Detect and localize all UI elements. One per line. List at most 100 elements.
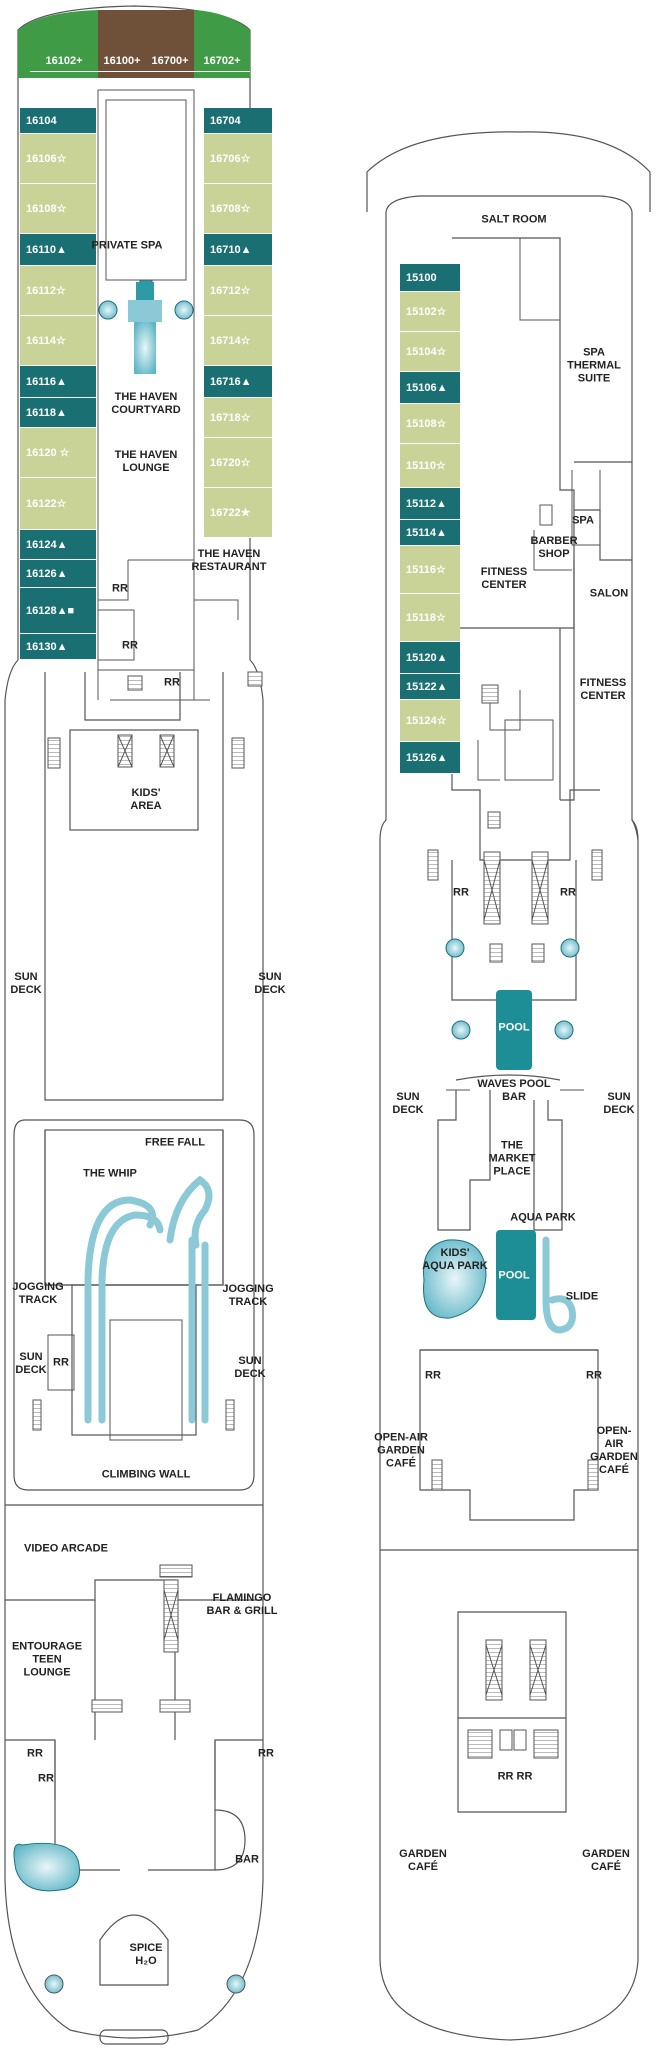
climbing-wall-label: CLIMBING WALL [101,1468,191,1481]
water-slides [84,1175,213,1424]
cabin-deck_left-11[interactable]: 16126▲ [20,560,96,588]
garden-cafe-label: GARDEN CAFÉ [582,1848,630,1873]
sun-deck-label: SUN DECK [254,971,286,996]
cabin-deck_left-12[interactable]: 16128▲■ [20,588,96,634]
fitness-center-label: FITNESS CENTER [579,677,627,702]
cabin-deck_right-3[interactable]: 15106▲ [400,372,460,404]
entourage-label: ENTOURAGE TEEN LOUNGE [11,1640,83,1679]
restroom-label: RR [164,676,180,689]
cabin-deck_right-9[interactable]: 15118☆ [400,594,460,642]
restroom-label: RR [258,1747,274,1760]
cabin-deck_right-5[interactable]: 15110☆ [400,444,460,488]
cabin-deck_left-5[interactable]: 16714☆ [204,316,272,366]
open-air-garden-cafe-label: OPEN-AIR GARDEN CAFÉ [374,1431,428,1470]
cabin-deck_right-13[interactable]: 15126▲ [400,742,460,774]
restroom-label: RR [586,1369,602,1382]
cabin-deck_left-9[interactable]: 16122☆ [20,478,96,530]
haven-suites [18,10,250,78]
kids-area-label: KIDS' AREA [130,787,162,812]
cabin-deck_left-1[interactable]: 16106☆ [20,134,96,184]
cabin-deck_left-7[interactable]: 16118▲ [20,398,96,428]
spice-h2o-label: SPICE H₂O [129,1942,163,1967]
sun-deck-label: SUN DECK [603,1091,635,1116]
stairwells-right [427,684,603,1759]
cabin-deck_left-13[interactable]: 16130▲ [20,634,96,660]
salon-label: SALON [589,587,629,600]
cabin-deck_left-4[interactable]: 16712☆ [204,266,272,316]
cabin-deck_left-2[interactable]: 16708☆ [204,184,272,234]
spa-label: SPA [572,514,594,527]
cabin-deck_left-3[interactable]: 16110▲ [20,234,96,266]
cabin-deck_left-2[interactable]: 16108☆ [20,184,96,234]
cabin-deck_left-1[interactable]: 16706☆ [204,134,272,184]
garden-cafe-label: GARDEN CAFÉ [399,1848,447,1873]
restroom-label: RR [453,886,469,899]
aqua-park-label: AQUA PARK [510,1211,576,1224]
cabin-deck_right-11[interactable]: 15122▲ [400,674,460,700]
cabin-deck_right-2[interactable]: 15104☆ [400,332,460,372]
open-air-garden-cafe-label: OPEN-AIR GARDEN CAFÉ [590,1425,638,1476]
stairwells-left [32,671,263,1713]
suite-16100[interactable]: 16100+ [98,50,146,72]
restroom-label: RR [425,1369,441,1382]
cabin-deck_right-0[interactable]: 15100 [400,264,460,292]
haven-restaurant-label: THE HAVEN RESTAURANT [191,548,267,573]
jogging-track-label: JOGGING TRACK [222,1283,274,1308]
slide-label: SLIDE [565,1290,599,1303]
suite-16702[interactable]: 16702+ [194,50,250,72]
restroom-label: RR [38,1772,54,1785]
cabin-deck_left-5[interactable]: 16114☆ [20,316,96,366]
cabin-deck_left-6[interactable]: 16116▲ [20,366,96,398]
cabin-deck_right-1[interactable]: 15102☆ [400,292,460,332]
cabin-deck_left-3[interactable]: 16710▲ [204,234,272,266]
climbing-wall-area [47,1319,183,1441]
cabin-deck_left-8[interactable]: 16120 ☆ [20,428,96,478]
cabin-deck_left-7[interactable]: 16718☆ [204,398,272,438]
spa-thermal-suite-label: SPA THERMAL SUITE [567,346,621,385]
waves-pool-bar-label: WAVES POOL BAR [477,1078,551,1103]
salt-room-label: SALT ROOM [481,213,547,226]
cabin-deck_left-4[interactable]: 16112☆ [20,266,96,316]
haven-lounge-label: THE HAVEN LOUNGE [114,449,178,474]
cabin-deck_right-6[interactable]: 15112▲ [400,488,460,520]
spa-interior [477,238,601,781]
restroom-pair-label: RR RR [497,1770,533,1783]
pool-label: POOL [498,1269,530,1282]
cabin-deck_right-7[interactable]: 15114▲ [400,520,460,546]
flamingo-bar-label: FLAMINGO BAR & GRILL [206,1592,278,1617]
cabin-deck_left-0[interactable]: 16704 [204,108,272,134]
cabin-deck_right-10[interactable]: 15120▲ [400,642,460,674]
kids-aqua-park-label: KIDS' AQUA PARK [422,1247,488,1272]
market-place-label: THE MARKET PLACE [488,1139,536,1178]
sun-deck-label: SUN DECK [15,1351,47,1376]
sun-deck-label: SUN DECK [234,1355,266,1380]
cabin-deck_right-4[interactable]: 15108☆ [400,404,460,444]
sun-deck-label: SUN DECK [10,971,42,996]
cabin-deck_left-8[interactable]: 16720☆ [204,438,272,488]
free-fall-label: FREE FALL [145,1136,205,1149]
bar-label: BAR [235,1853,259,1866]
restroom-label: RR [53,1356,69,1369]
cabin-deck_left-9[interactable]: 16722★ [204,488,272,538]
restroom-label: RR [122,639,138,652]
cabin-deck_right-8[interactable]: 15116☆ [400,546,460,594]
the-whip-label: THE WHIP [83,1167,137,1180]
fitness-center-label: FITNESS CENTER [480,566,528,591]
cabin-deck_left-10[interactable]: 16124▲ [20,530,96,560]
haven-courtyard-label: THE HAVEN COURTYARD [111,391,181,416]
restroom-label: RR [560,886,576,899]
left-deck-hull [4,5,264,2045]
barber-shop-label: BARBER SHOP [530,535,578,560]
pool-label: POOL [498,1021,530,1034]
restroom-label: RR [112,582,128,595]
suite-16700[interactable]: 16700+ [146,50,194,72]
haven-water [13,282,246,1994]
pools-right [423,938,584,1334]
cabin-deck_right-12[interactable]: 15124☆ [400,700,460,742]
cabin-deck_left-0[interactable]: 16104 [20,108,96,134]
restroom-label: RR [27,1747,43,1760]
jogging-track-label: JOGGING TRACK [12,1281,64,1306]
cabin-deck_left-6[interactable]: 16716▲ [204,366,272,398]
suite-16102[interactable]: 16102+ [30,50,98,72]
